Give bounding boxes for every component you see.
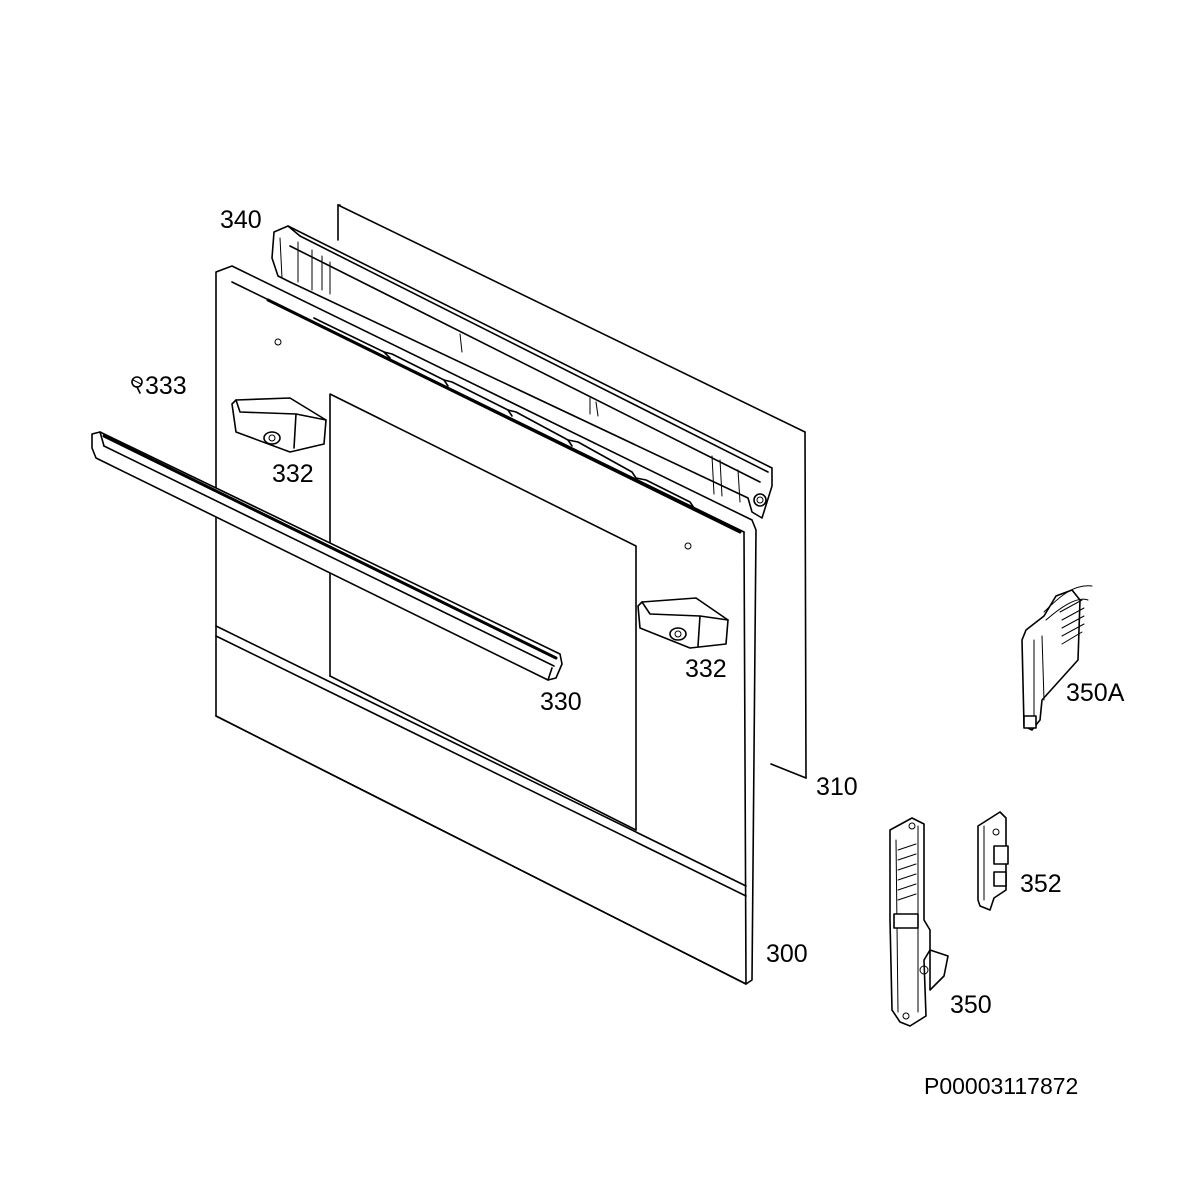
label-333: 333 [145, 372, 187, 400]
part-310-rear-glass [337, 204, 807, 779]
label-340: 340 [220, 206, 262, 234]
part-340-top-profile [271, 225, 773, 519]
label-332-left: 332 [272, 460, 314, 488]
part-333-screw [131, 376, 143, 394]
label-350: 350 [950, 991, 992, 1019]
part-350A-hinge [1021, 585, 1093, 731]
label-300: 300 [766, 940, 808, 968]
part-330-handle [91, 431, 563, 681]
part-352-hinge-receiver [977, 811, 1009, 911]
part-332-bracket-left [231, 397, 327, 453]
part-350-hinge [889, 817, 949, 1027]
label-330: 330 [540, 688, 582, 716]
document-id: P00003117872 [924, 1073, 1078, 1099]
label-332-right: 332 [685, 655, 727, 683]
label-310: 310 [816, 773, 858, 801]
label-350A: 350A [1066, 679, 1125, 707]
label-352: 352 [1020, 870, 1062, 898]
part-332-bracket-right [637, 597, 729, 649]
